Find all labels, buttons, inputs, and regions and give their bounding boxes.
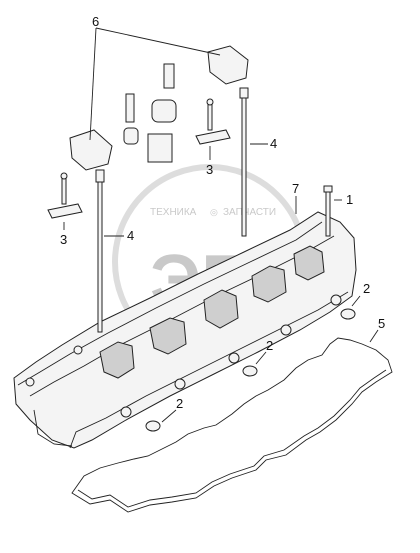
watermark-right-text: ЗАПЧАСТИ: [223, 207, 276, 218]
callout-3-right: 3: [206, 162, 213, 177]
rocker-assembly-right: [123, 45, 249, 163]
watermark-left-text: ТЕХНИКА: [150, 207, 197, 218]
plug-low: [145, 420, 161, 432]
callout-4-left: 4: [127, 228, 134, 243]
bridge-right: [195, 98, 231, 145]
gasket: [71, 337, 393, 513]
rod-right: [239, 87, 249, 237]
callouts: 6 4 3 7 1 3 4 2 5 2 2: [60, 14, 385, 411]
plug-top: [340, 308, 356, 320]
plug-mid: [242, 365, 258, 377]
callout-5: 5: [378, 316, 385, 331]
rod-left: [95, 169, 105, 333]
bridge-left: [47, 172, 83, 219]
rocker-assembly-left: [69, 129, 113, 171]
valve-cover: [13, 211, 357, 449]
callout-2-top: 2: [363, 281, 370, 296]
callout-3-left: 3: [60, 232, 67, 247]
leader-lines: [63, 27, 379, 423]
callout-6: 6: [92, 14, 99, 29]
bolt: [323, 185, 333, 237]
callout-7: 7: [292, 181, 299, 196]
callout-2-mid: 2: [266, 338, 273, 353]
svg-text:◎: ◎: [210, 207, 218, 217]
callout-2-low: 2: [176, 396, 183, 411]
callout-1: 1: [346, 192, 353, 207]
callout-4-top: 4: [270, 136, 277, 151]
